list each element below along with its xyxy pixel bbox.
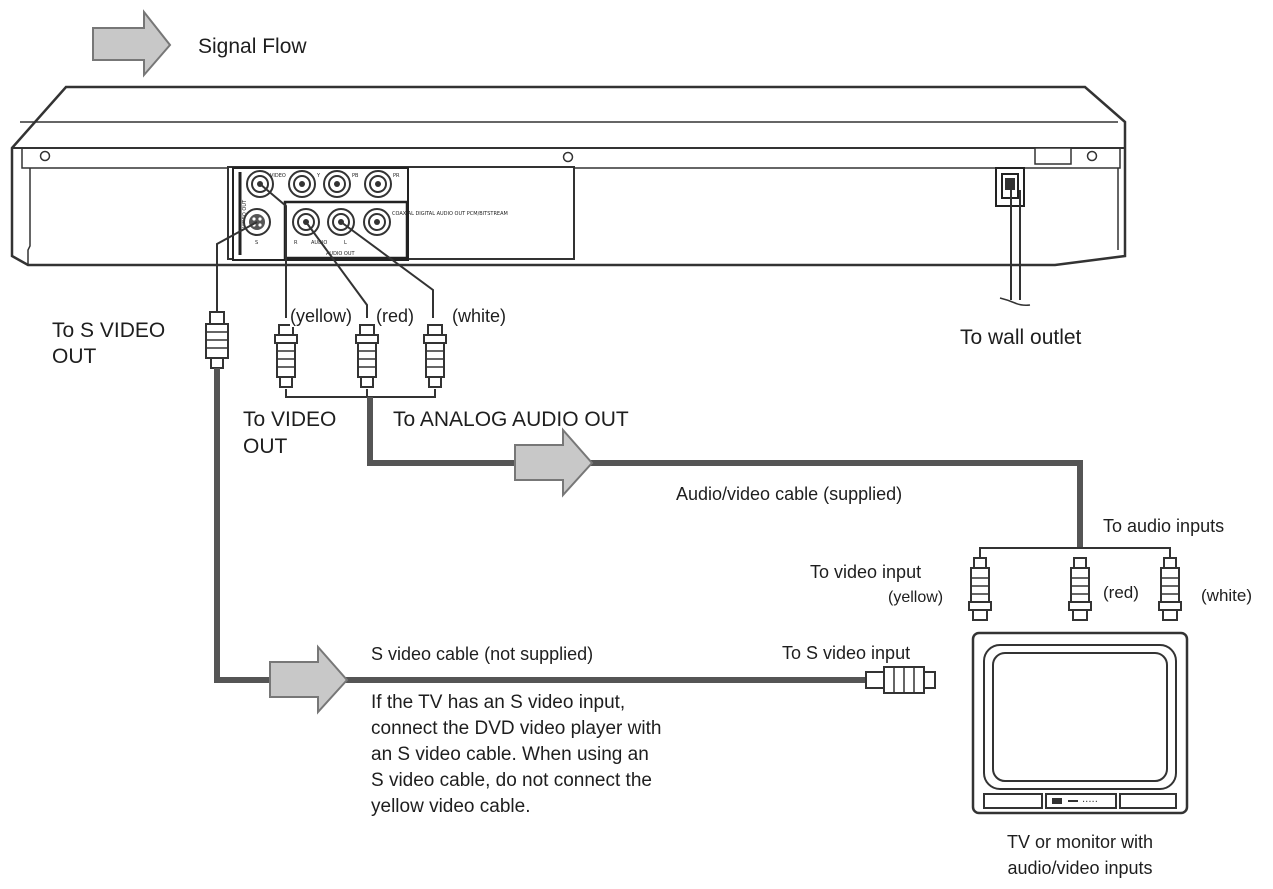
tv-white-label: (white): [1201, 586, 1253, 605]
signal-flow-label: Signal Flow: [198, 35, 307, 58]
note-line: If the TV has an S video input,: [371, 692, 626, 713]
power-cord: [1010, 190, 1021, 300]
av-cable: [367, 397, 1083, 548]
video-plug-yellow: [274, 324, 298, 388]
note-line: yellow video cable.: [371, 796, 531, 817]
s-video-cable: [214, 368, 880, 683]
video-out-panel-label: VIDEO OUT: [242, 199, 248, 228]
plug-bus: [285, 389, 436, 398]
s-jack-label: S: [255, 240, 258, 246]
tv-video-plug-yellow: [968, 557, 992, 621]
pb-jack: [323, 170, 351, 198]
y-jack: [288, 170, 316, 198]
av-flow-arrow-icon: [514, 427, 594, 498]
to-audio-inputs-label: To audio inputs: [1103, 516, 1225, 536]
white-label: (white): [452, 306, 507, 326]
tv-caption-1: TV or monitor with: [1006, 832, 1154, 852]
tv-red-label: (red): [1103, 583, 1139, 602]
svg-text:·····: ·····: [1082, 797, 1098, 808]
tv-audio-plug-red: [1068, 557, 1092, 621]
coaxial-label: COAXIAL DIGITAL AUDIO OUT PCM/BITSTREAM: [392, 211, 508, 217]
s-video-flow-arrow-icon: [269, 644, 349, 715]
audio-l-label: L: [344, 240, 347, 246]
av-cable-label: Audio/video cable (supplied): [676, 484, 903, 504]
audio-plug-red: [355, 324, 379, 388]
s-video-note: If the TV has an S video input, connect …: [371, 690, 751, 820]
note-line: S video cable, do not connect the: [371, 770, 652, 791]
to-s-video-input-label: To S video input: [782, 643, 911, 663]
tv-yellow-label: (yellow): [888, 589, 944, 606]
tv-plug-bus: [979, 547, 1171, 560]
y-jack-label: Y: [316, 173, 321, 179]
to-s-video-out-label-2: OUT: [52, 345, 97, 368]
legend-arrow-icon: [92, 9, 172, 78]
note-line: an S video cable. When using an: [371, 744, 649, 765]
player-wires: [216, 183, 434, 318]
to-analog-audio-out-label: To ANALOG AUDIO OUT: [393, 408, 629, 431]
video-jack-label: VIDEO: [270, 173, 286, 179]
pr-jack-label: PR: [393, 173, 400, 179]
dvd-player: VIDEO OUT AUDIO OUT VIDEO Y PB PR R AUDI…: [10, 85, 1127, 267]
audio-plug-white: [423, 324, 447, 388]
coaxial-jack: [363, 208, 391, 236]
to-video-out-label-2: OUT: [243, 435, 288, 458]
yellow-label: (yellow): [290, 305, 353, 327]
pr-jack: [364, 170, 392, 198]
tv-monitor-icon: ·····: [971, 631, 1189, 815]
note-line: connect the DVD video player with: [371, 718, 662, 739]
audio-out-panel-label: AUDIO OUT: [326, 251, 356, 257]
to-video-out-label-1: To VIDEO: [243, 408, 337, 431]
audio-label: AUDIO: [311, 240, 327, 246]
to-s-video-out-label-1: To S VIDEO: [52, 319, 166, 342]
s-video-plug-player: [205, 311, 229, 369]
pb-jack-label: PB: [352, 173, 359, 179]
audio-r-label: R: [294, 240, 298, 246]
s-video-cable-label: S video cable (not supplied): [371, 644, 594, 664]
s-video-plug-tv: [865, 666, 936, 694]
to-wall-outlet-label: To wall outlet: [960, 326, 1082, 349]
tv-caption-2: audio/video inputs: [1007, 858, 1153, 878]
tv-audio-plug-white: [1158, 557, 1182, 621]
to-video-input-label: To video input: [810, 562, 922, 582]
red-label: (red): [376, 305, 415, 327]
